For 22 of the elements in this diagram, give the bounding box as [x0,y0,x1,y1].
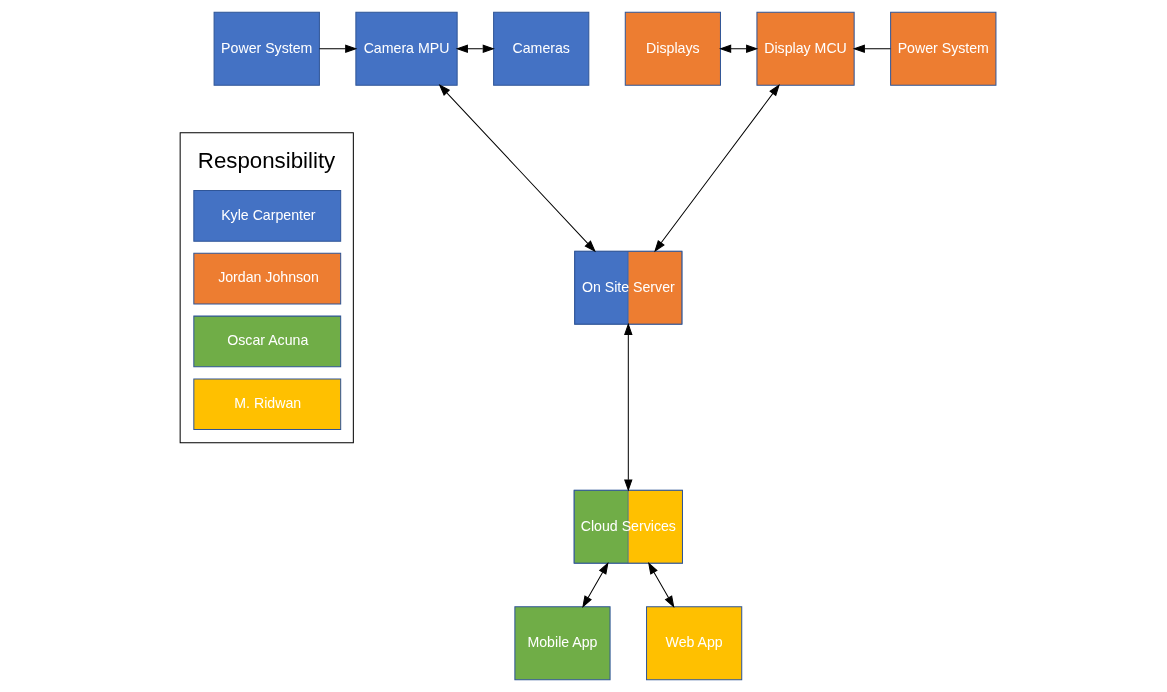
node-box: Power System [213,11,320,86]
label: Responsibility [197,147,335,173]
node-box: Cameras [492,11,589,86]
arrow [852,44,891,53]
arrow [623,322,633,492]
legend-label: Oscar Acuna [226,332,308,349]
arrow [318,44,357,53]
arrow [438,84,596,253]
node-box: Camera MPU [354,11,458,86]
arrow [455,44,495,53]
arrow [581,562,609,608]
node-box: Display MCU [755,11,855,86]
node-box: Displays [624,11,721,86]
node-box: Web App [645,606,742,681]
arrow [653,84,780,253]
node-box: Power System [889,11,996,86]
legend-label: Kyle Carpenter [220,206,316,223]
legend-label: Jordan Johnson [217,269,319,286]
node-box: Mobile App [513,606,611,681]
legend-label: M. Ridwan [233,394,301,411]
arrow [718,44,758,53]
arrow [647,562,674,608]
